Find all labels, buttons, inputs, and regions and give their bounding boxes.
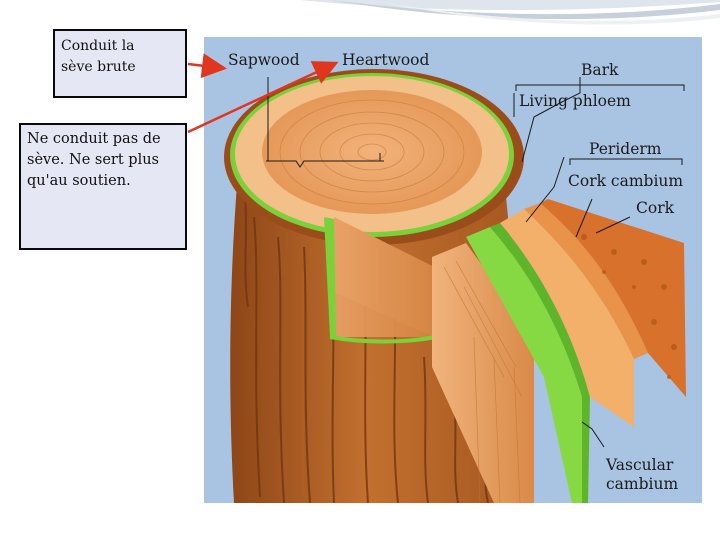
heartwood-note-box: Ne conduit pas de sève. Ne sert plus qu'… [19,123,187,250]
header-decoration [300,0,720,25]
sapwood-note-box: Conduit la sève brute [53,29,187,98]
vascular-cambium-layer [466,227,582,503]
label-cork-cambium: Cork cambium [568,172,684,190]
label-vascular-cambium: Vascular cambium [606,456,679,493]
cork-layer [540,199,686,397]
label-sapwood: Sapwood [228,51,300,69]
periderm-edge [524,203,648,359]
cork-texture [581,234,677,379]
inner-cambium-edge [324,217,336,337]
growth-rings [279,99,465,205]
label-periderm: Periderm [589,140,662,158]
leader-lines [266,77,631,448]
label-living-phloem: Living phloem [519,92,631,110]
inner-cambium-base [329,335,437,344]
sapwood-note-text: Conduit la sève brute [61,38,136,75]
plank-grain [443,260,523,503]
heartwood-note-text: Ne conduit pas de sève. Ne sert plus qu'… [27,131,161,189]
vascular-cambium-edge [490,223,590,503]
top-heartwood [262,90,482,214]
tree-trunk-diagram: Sapwood Heartwood Bark Living phloem Per… [204,37,702,503]
label-bark: Bark [581,61,619,79]
phloem-layer [500,209,634,427]
label-cork: Cork [636,199,674,217]
exposed-inner-wood [334,217,434,337]
label-heartwood: Heartwood [342,51,430,69]
